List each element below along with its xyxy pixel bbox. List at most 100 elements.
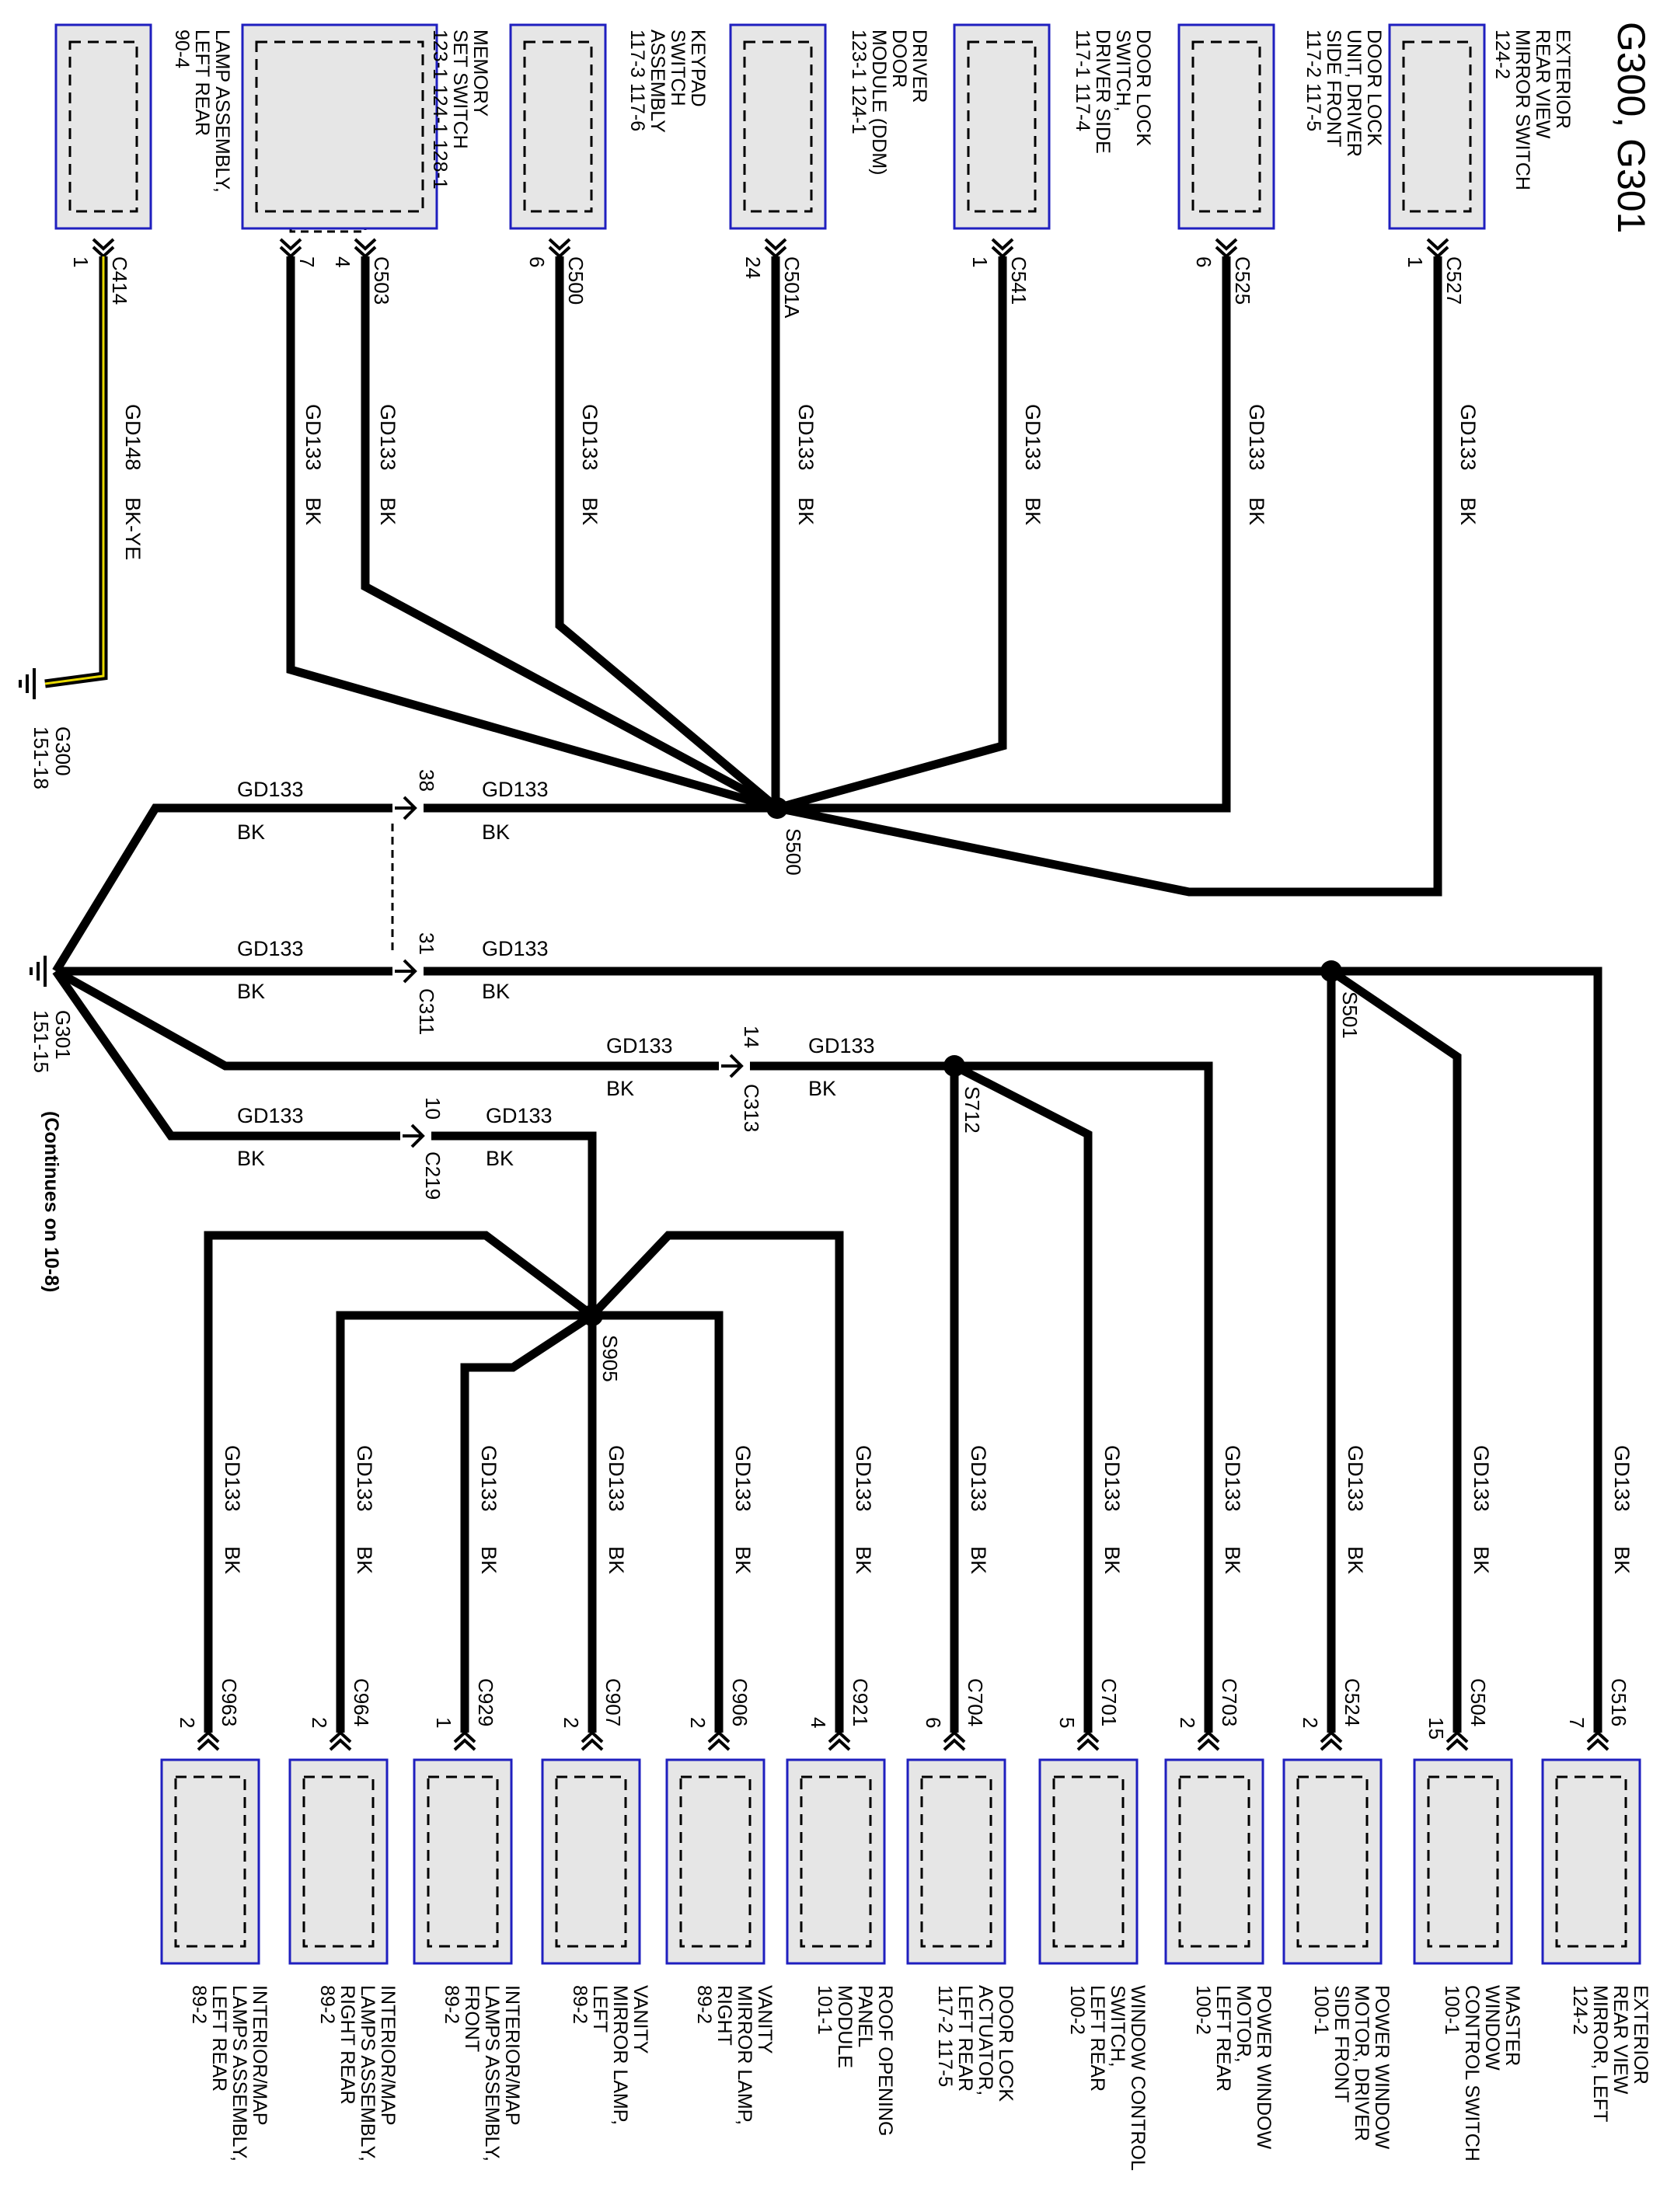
wire-color-label: BK: [237, 980, 265, 1003]
component-label-lamp-assembly-left-rear: LAMP ASSEMBLY,: [211, 30, 233, 193]
connector-label: C701: [1097, 1678, 1121, 1726]
wire-color-label: BK: [606, 1077, 634, 1100]
connector-arrow: [764, 238, 787, 251]
wire-label: GD133: [353, 1445, 376, 1512]
page-title: G300, G301: [1609, 22, 1653, 233]
wire-color-label: BK: [1100, 1546, 1124, 1574]
wire-color-label: BK: [482, 820, 510, 844]
component-label-ext-mirror-switch: EXTERIOR: [1552, 30, 1574, 129]
component-label-roof-opening-panel: PANEL: [854, 1985, 876, 2047]
pin-label: 24: [741, 256, 765, 279]
pin-label: 2: [308, 1717, 331, 1728]
component-door-lock-switch-driver: [953, 23, 1051, 230]
component-label-interior-map-left-rear: INTERIOR/MAP: [249, 1985, 270, 2126]
wire-label: GD133: [302, 404, 325, 471]
component-label-pw-motor-driver-front: 100-1: [1310, 1985, 1332, 2035]
pin-label: 38: [415, 769, 438, 792]
splice-label: S712: [961, 1086, 984, 1134]
component-inner-outline: [743, 40, 813, 213]
connector-label: C516: [1607, 1678, 1630, 1726]
wire-color-label: BK: [852, 1546, 875, 1574]
component-label-driver-door-module: DRIVER: [908, 30, 930, 103]
wire-color-label: BK: [1344, 1546, 1367, 1574]
wire-color-label: BK: [1245, 497, 1268, 525]
wire-c414: [44, 256, 108, 688]
component-label-interior-map-front: 89-2: [441, 1985, 462, 2024]
wire-label: GD133: [1610, 1445, 1634, 1512]
connector-arrow: [548, 238, 571, 251]
connector-label: C504: [1466, 1678, 1490, 1726]
connector-label: C929: [474, 1678, 497, 1726]
wire-c516: [1331, 967, 1602, 1733]
component-label-lamp-assembly-left-rear: 90-4: [171, 30, 193, 68]
component-vanity-lamp-right: [665, 1758, 765, 1965]
connector-arrow: [1446, 1738, 1469, 1751]
wire-color-label: BK: [1470, 1546, 1493, 1574]
component-box: [1038, 1758, 1139, 1965]
wire-c500: [555, 256, 780, 812]
connector-arrow: [943, 1738, 966, 1751]
connector-label: C963: [218, 1678, 241, 1726]
component-interior-map-right-rear: [288, 1758, 389, 1965]
wire-color-label: BK: [302, 497, 325, 525]
component-label-ext-mirror-left: 124-2: [1569, 1985, 1591, 2035]
connector-arrow: [1215, 238, 1238, 251]
component-label-ext-mirror-left: MIRROR, LEFT: [1589, 1985, 1611, 2122]
wire-label: GD133: [482, 937, 549, 960]
connector-C503-4: [354, 238, 377, 259]
wire-run3-right: [750, 1061, 1213, 1088]
component-inner-outline: [1191, 40, 1261, 213]
connector-arrow: [403, 959, 417, 984]
connector-C921: [828, 1730, 851, 1751]
connector-arrow: [707, 1738, 731, 1751]
component-pw-motor-driver-front: [1282, 1758, 1383, 1965]
connector-label: C313: [740, 1084, 763, 1132]
component-box: [160, 1758, 260, 1965]
connector-arrow: [453, 1738, 476, 1751]
connector-C500: [548, 238, 571, 259]
component-label-pw-motor-driver-front: SIDE FRONT: [1330, 1985, 1352, 2102]
connector-C313: [721, 1054, 744, 1078]
wire-c525: [777, 256, 1231, 813]
connector-label: C527: [1442, 256, 1466, 305]
wire-color-label: BK: [237, 1147, 265, 1170]
component-label-pw-motor-left-rear: 100-2: [1192, 1985, 1214, 2035]
component-pw-motor-left-rear: [1164, 1758, 1264, 1965]
pin-label: 1: [69, 256, 92, 267]
component-box: [665, 1758, 765, 1965]
pin-label: 7: [295, 256, 319, 267]
wire-c414-stripe: [44, 256, 105, 685]
component-inner-outline: [555, 1775, 627, 1948]
component-inner-outline: [800, 1775, 872, 1948]
connector-C703: [1197, 1730, 1220, 1751]
wire-label: GD148: [121, 404, 145, 471]
component-label-driver-door-module: 123-1 124-1: [848, 30, 870, 134]
connector-label: C921: [849, 1678, 872, 1726]
wire-color-label: BK: [1610, 1546, 1634, 1574]
connector-label: C907: [602, 1678, 625, 1726]
connector-label: C524: [1341, 1678, 1364, 1726]
wire-run4-left: [52, 968, 400, 1141]
connector-C963: [197, 1730, 220, 1751]
component-label-memory-set-switch: SET SWITCH: [449, 30, 471, 149]
wire-label: GD133: [1470, 1445, 1493, 1512]
wire-label: GD133: [486, 1104, 553, 1127]
pin-label: 6: [1192, 256, 1215, 267]
component-box: [509, 23, 607, 230]
pin-label: 10: [421, 1097, 445, 1120]
component-label-pw-motor-left-rear: POWER WINDOW: [1253, 1985, 1275, 2149]
connector-label: C525: [1231, 256, 1254, 305]
component-label-vanity-lamp-right: 89-2: [693, 1985, 715, 2024]
component-inner-outline: [967, 40, 1037, 213]
connector-arrow: [828, 1738, 851, 1751]
component-label-vanity-lamp-right: VANITY: [754, 1985, 776, 2054]
component-label-door-lock-actuator-lr: LEFT REAR: [954, 1985, 976, 2092]
pin-label: 2: [686, 1717, 710, 1728]
wire-layer: [19, 228, 1609, 1751]
wire-label: GD133: [605, 1445, 628, 1512]
wire-color-label: BK: [482, 980, 510, 1003]
component-label-interior-map-right-rear: INTERIOR/MAP: [377, 1985, 399, 2126]
connector-arrow: [329, 1738, 352, 1751]
component-inner-outline: [68, 40, 138, 213]
connector-label: C500: [564, 256, 588, 305]
